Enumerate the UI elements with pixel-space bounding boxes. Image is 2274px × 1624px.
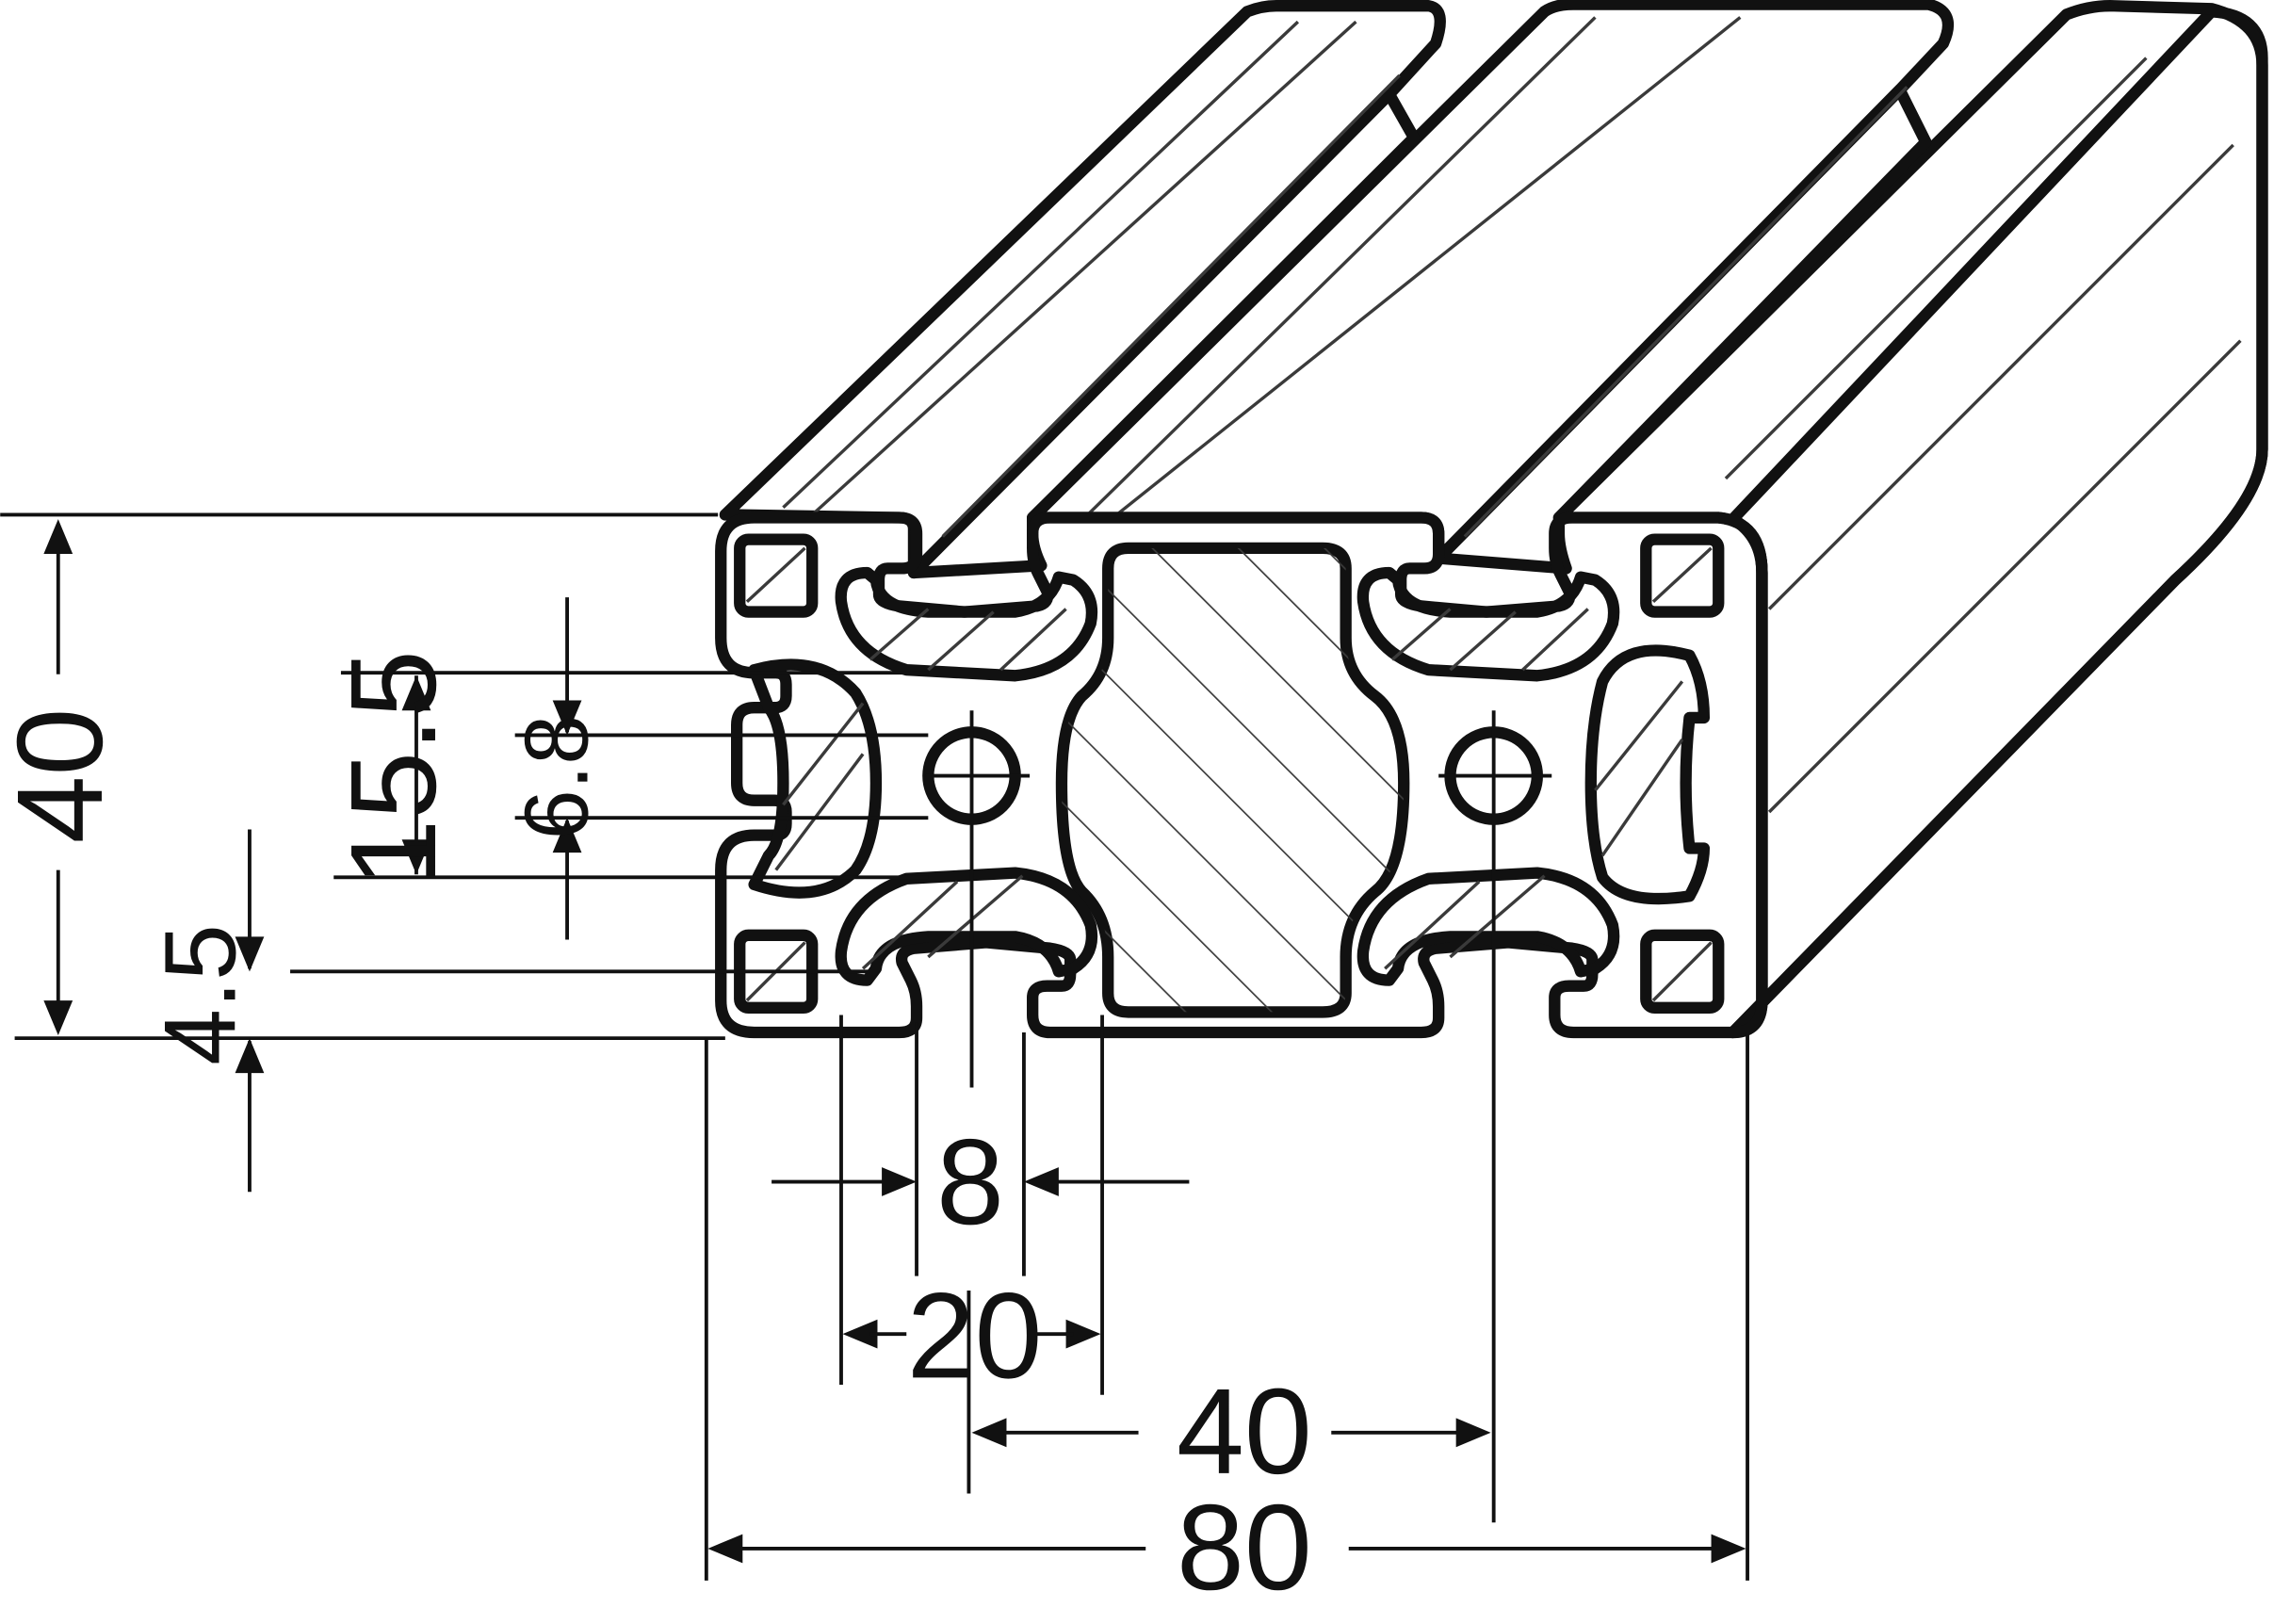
dim-slot-depth-label: 15.5 <box>326 650 462 887</box>
dim-bore: 6.8 <box>508 597 608 940</box>
corner-cavity-tl <box>734 533 819 618</box>
dim-height-label: 40 <box>0 708 128 844</box>
top-slot-groove-right <box>1433 84 1932 575</box>
slot-chamber-bottom-left <box>835 867 1098 986</box>
centre-cavity <box>1055 542 1410 1018</box>
dim-wall: 4.5 <box>143 829 265 1193</box>
dim-width-label: 80 <box>1177 1480 1312 1616</box>
bore-centre-lines <box>925 710 1552 1523</box>
dim-wall-label: 4.5 <box>143 924 257 1065</box>
dim-hole-spacing: 40 <box>971 1364 1491 1500</box>
dim-hole-spacing-label: 40 <box>1177 1364 1312 1500</box>
slot-chamber-left <box>748 658 883 899</box>
section-hatching <box>745 546 1713 1002</box>
slot-chamber-right <box>1584 644 1711 905</box>
dim-height: 40 <box>0 519 128 1036</box>
dim-width: 80 <box>707 1480 1746 1616</box>
dim-pitch-label: 20 <box>907 1268 1043 1404</box>
corner-cavity-br <box>1640 929 1725 1014</box>
dim-slot-width: 8 <box>772 1114 1190 1250</box>
slot-chamber-top-right <box>1356 566 1620 682</box>
top-face-shading <box>782 16 2242 814</box>
top-rail-left <box>719 0 1446 579</box>
dim-slot-depth: 15.5 <box>326 650 462 887</box>
dim-bore-label: 6.8 <box>508 715 608 840</box>
side-face <box>1727 6 2268 1039</box>
dim-pitch: 20 <box>842 1268 1101 1404</box>
slot-chamber-top-left <box>835 566 1098 682</box>
dimension-lines <box>0 512 1749 1581</box>
slot-chamber-bottom-right <box>1356 867 1620 986</box>
corner-cavity-tr <box>1640 533 1725 618</box>
top-slot-groove-left <box>907 88 1421 579</box>
dim-slot-width-label: 8 <box>936 1114 1004 1250</box>
